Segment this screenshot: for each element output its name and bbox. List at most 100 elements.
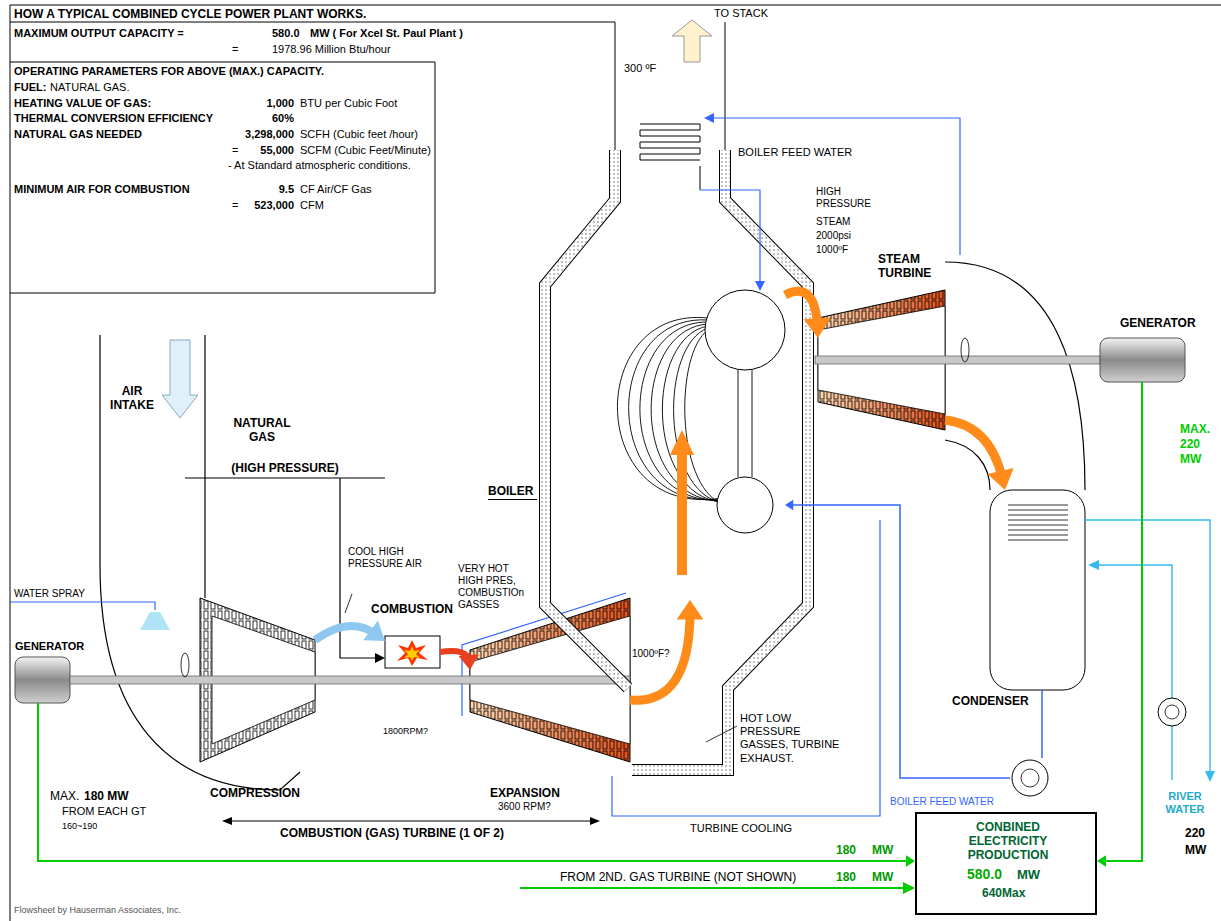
generator-right: [1100, 338, 1185, 382]
exhaust-duct: [945, 440, 990, 490]
leader-line: [345, 594, 352, 613]
node-text: OPERATING PARAMETERS FOR ABOVE (MAX.) CA…: [14, 65, 324, 78]
boiler-casing: [545, 150, 628, 688]
flow-connector: [1042, 690, 1043, 758]
air-intake-arrow: [162, 340, 198, 418]
exhaust-duct: [945, 262, 1085, 490]
combustor: [397, 640, 428, 666]
node-text: EXPANSION: [490, 786, 560, 800]
combustor: [385, 636, 440, 668]
river-water-lines: [1085, 520, 1210, 780]
flow-connector: [315, 620, 385, 641]
label-text: 300 ºF: [624, 62, 656, 75]
boiler-casing: [632, 150, 808, 770]
node-text: GENERATOR: [1120, 316, 1196, 330]
node-text: CONBINED ELECTRICITY PRODUCTION: [948, 820, 1068, 862]
boiler-casing: [545, 150, 628, 688]
label-text: RIVER WATER: [1160, 790, 1210, 816]
feed-water-lines: [700, 118, 960, 284]
label-text: (HIGH PRESSURE): [185, 461, 385, 475]
connector-line: [38, 703, 910, 861]
stack-lines: [615, 22, 725, 150]
label-text: VERY HOT HIGH PRES, COMBUSTIOn GASSES: [458, 563, 534, 611]
feed-water-lines: [700, 190, 760, 284]
label-text: STEAM: [816, 216, 850, 228]
water-spray: [140, 612, 170, 630]
label-text: BOILER FEED WATER: [738, 146, 852, 159]
boiler-tubes: [617, 317, 722, 504]
compressor: COMPRESSION: [200, 598, 315, 762]
label-text: NATURAL GAS: [230, 416, 294, 445]
condenser-tubes: [1008, 505, 1068, 540]
frame-lines: [10, 22, 615, 293]
stack-lines: [615, 22, 725, 150]
second-gt-line: [520, 887, 905, 889]
node-text: MINIMUM AIR FOR COMBUSTION: [14, 183, 190, 196]
label-text: MAX.: [50, 789, 79, 803]
frame-lines: [10, 5, 1221, 921]
label-text: COOL HIGH PRESSURE AIR: [348, 546, 428, 570]
node-text: - At Standard atmospheric conditions.: [228, 159, 411, 172]
label-text: 220: [1185, 826, 1205, 840]
node-text: MW ( For Xcel St. Paul Plant ): [310, 27, 463, 40]
condenser-tube: [1008, 505, 1068, 506]
label-text: WATER SPRAY: [14, 588, 85, 600]
node-text: GENERATOR: [15, 640, 84, 653]
node-text: FUEL:: [14, 81, 46, 94]
economizer-coil: [640, 124, 700, 190]
river-water-lines: [1097, 565, 1172, 698]
boiler-casing: [545, 150, 808, 770]
feed-pump: BOILER FEED WATER: [1010, 758, 1050, 798]
stack-arrow: [672, 20, 712, 62]
frame-lines: [10, 5, 1221, 921]
label-text: 180: [836, 870, 856, 884]
label-text: HOT LOW PRESSURE GASSES, TURBINE EXHAUST…: [740, 712, 840, 765]
node-text: 580.0: [967, 866, 1002, 883]
hot-gas-arrow: [670, 430, 694, 575]
gas-turbine-shaft: [70, 676, 630, 684]
node-text: 640Max: [982, 886, 1025, 900]
node-text: 3600 RPM?: [498, 801, 551, 813]
mud-drum: [717, 477, 773, 533]
boiler-casing: [545, 150, 628, 688]
label-text: MW: [872, 843, 893, 857]
risers: [738, 370, 752, 477]
connector-line: [1041, 690, 1043, 758]
condenser-tube: [1008, 535, 1068, 536]
double-arrow: [230, 821, 592, 822]
label-text: 1000ºF: [816, 244, 848, 256]
feed-pump: [1012, 760, 1048, 796]
flow-connector: [785, 291, 830, 338]
condenser-tube: [1008, 525, 1068, 526]
diagram-title: HOW A TYPICAL COMBINED CYCLE POWER PLANT…: [14, 7, 366, 21]
node-text: NATURAL GAS NEEDED: [14, 128, 142, 141]
risers: [738, 370, 752, 477]
label-text: COMBUSTION (GAS) TURBINE (1 OF 2): [280, 826, 504, 840]
natural-gas-line: [185, 477, 385, 478]
flow-connector: [38, 703, 915, 867]
condenser-tube: [1008, 520, 1068, 521]
river-arrow-head: [1088, 560, 1099, 570]
node-text: COMPRESSION: [210, 786, 300, 800]
water-spray: [10, 602, 155, 610]
label-text: 1800RPM?: [383, 726, 428, 737]
feed-pump-inner: [1021, 769, 1039, 787]
boiler: BOILER: [560, 210, 785, 600]
water-spray: [10, 602, 170, 630]
condenser-tube: [1008, 530, 1068, 531]
river-pump-inner: [1165, 705, 1179, 719]
second-gt-arrow-head: [903, 882, 915, 894]
node-text: STEAM TURBINE: [878, 252, 940, 280]
label-text: 180: [836, 843, 856, 857]
feed-arrow-head: [704, 113, 714, 123]
gas-arrow-head: [375, 653, 385, 663]
arrow-head: [804, 318, 831, 338]
condenser-tube: [1008, 515, 1068, 516]
label-text: TO STACK: [714, 7, 768, 20]
condenser-tube: [1008, 540, 1068, 541]
feed-arrow-head: [755, 281, 765, 291]
node-text: MW: [1017, 867, 1040, 883]
feed-water-lines: [712, 118, 960, 255]
combustor: [385, 636, 440, 668]
